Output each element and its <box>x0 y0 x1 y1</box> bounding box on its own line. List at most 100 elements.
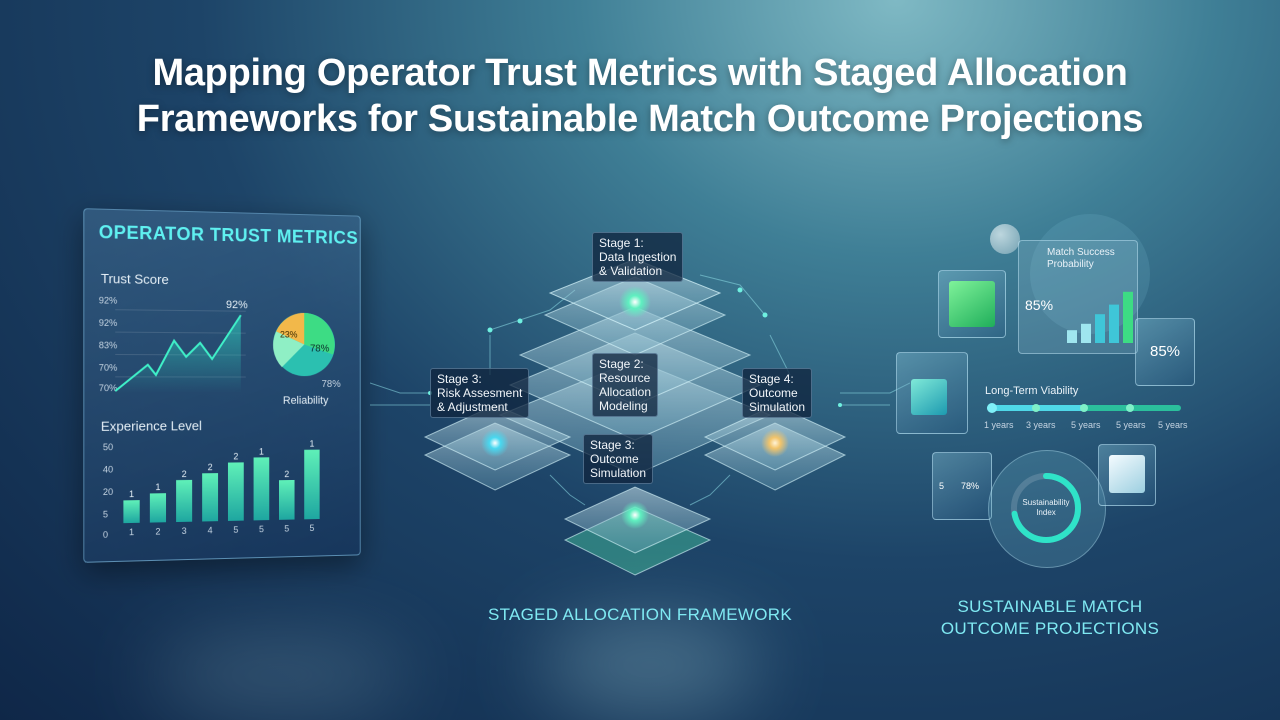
exp-x-tick: 5 <box>259 524 264 534</box>
exp-bar-label: 2 <box>233 452 238 462</box>
stage-1-label: Stage 1: Data Ingestion & Validation <box>592 232 684 282</box>
exp-y-tick: 0 <box>102 529 109 540</box>
bottom-glow <box>540 620 760 710</box>
timeline-dot <box>987 403 997 413</box>
percent-cube: 85% <box>1135 318 1195 386</box>
projections-caption: SUSTAINABLE MATCH OUTCOME PROJECTIONS <box>940 597 1160 638</box>
cube-pct: 85% <box>1150 343 1181 360</box>
exp-bar <box>304 449 320 520</box>
pie-slice-amber <box>276 312 305 345</box>
reliability-pie <box>273 312 335 377</box>
timeline-dot <box>1126 404 1134 412</box>
trust-score-label: Trust Score <box>100 270 169 288</box>
framework-caption: STAGED ALLOCATION FRAMEWORK <box>487 605 793 624</box>
match-pct: 85% <box>1025 297 1054 313</box>
stage-3-risk-label: Stage 3: Risk Assesment & Adjustment <box>430 368 530 418</box>
exp-y-tick: 5 <box>102 509 109 520</box>
green-cube-core <box>949 281 995 327</box>
teal-cube-core <box>911 379 947 415</box>
exp-bar <box>253 457 270 521</box>
sustainability-halo <box>988 450 1106 568</box>
exp-bar-label: 1 <box>155 482 160 492</box>
exp-bar-label: 1 <box>129 489 134 499</box>
viability-tick: 5 years <box>1158 420 1188 430</box>
match-bar <box>1095 314 1105 343</box>
exp-y-tick: 20 <box>102 486 114 498</box>
timeline-dot <box>1032 404 1040 412</box>
stage-4-label: Stage 4: Outcome Simulation <box>742 368 813 418</box>
experience-bar-chart: 1 1 1 2 2 3 2 4 2 5 1 5 2 5 1 5 <box>123 439 320 537</box>
viability-tick: 3 years <box>1026 420 1056 430</box>
stack-left <box>423 404 572 491</box>
pie-slice-main <box>304 312 335 355</box>
orb <box>990 224 1020 254</box>
trust-ticks: 92% 92% 83% 70% 70% <box>84 209 359 393</box>
node-glow-bottom <box>621 501 649 529</box>
operator-trust-metrics-panel: OPERATOR TRUST METRICS Trust Score 92% 9… <box>83 208 361 563</box>
node-glow-right <box>761 429 789 457</box>
pie-label-2: 78% <box>321 379 341 390</box>
exp-x-tick: 5 <box>310 523 315 533</box>
match-card: Match Success Probability 85% <box>1018 240 1138 354</box>
exp-y-tick: 50 <box>102 441 114 453</box>
exp-x-tick: 2 <box>155 526 160 536</box>
timeline-dot <box>1080 404 1088 412</box>
match-bar <box>1067 330 1077 343</box>
sustainability-label: Sustainability Index <box>1022 498 1070 517</box>
stage-3-outcome-label: Stage 3: Outcome Simulation <box>583 434 654 484</box>
small-cube-b: 78% <box>961 481 980 491</box>
exp-x-tick: 5 <box>233 525 238 535</box>
exp-x-tick: 1 <box>129 527 134 537</box>
exp-bar <box>227 462 244 521</box>
green-cube <box>938 270 1006 338</box>
viability-label: Long-Term Viability <box>985 385 1079 397</box>
exp-bar <box>123 500 140 524</box>
teal-cube <box>896 352 968 434</box>
exp-bar-label: 2 <box>284 469 289 479</box>
viability-tick: 1 years <box>984 420 1014 430</box>
title-line-1: Mapping Operator Trust Metrics with Stag… <box>152 52 1128 94</box>
exp-bar-label: 1 <box>310 439 315 449</box>
reliability-label: Reliability <box>282 394 329 407</box>
match-bar <box>1081 323 1091 343</box>
pie-inner-label: 23% <box>279 329 298 340</box>
match-bar <box>1123 291 1133 343</box>
exp-bar <box>149 493 167 523</box>
viability-tick: 5 years <box>1116 420 1146 430</box>
stage-2-label: Stage 2: Resource Allocation Modeling <box>592 353 659 417</box>
sustainability-gauge <box>1011 473 1081 543</box>
exp-bar <box>202 473 219 522</box>
panel-title: OPERATOR TRUST METRICS <box>98 221 359 248</box>
page-title: Mapping Operator Trust Metrics with Stag… <box>0 50 1280 142</box>
small-cube-a: 5 <box>939 481 945 491</box>
stack-bottom <box>563 486 712 576</box>
white-cube-core <box>1109 455 1145 493</box>
viability-timeline <box>987 403 1181 413</box>
exp-bar-label: 2 <box>208 462 213 472</box>
exp-bar <box>279 479 295 520</box>
match-label: Match Success Probability <box>1047 247 1115 270</box>
white-cube <box>1098 444 1156 506</box>
exp-x-tick: 5 <box>284 524 289 534</box>
gauge-fill <box>1011 473 1081 543</box>
node-glow-top <box>619 286 651 318</box>
stack-right <box>703 404 847 491</box>
exp-bar-label: 1 <box>259 446 264 456</box>
exp-y-ticks: 50 40 20 5 0 <box>84 209 359 540</box>
small-stat-cube: 5 78% <box>932 452 992 520</box>
match-bar <box>1109 304 1119 343</box>
match-bar-chart <box>1067 291 1133 343</box>
exp-x-tick: 4 <box>208 525 213 535</box>
node-glow-left <box>481 429 509 457</box>
viability-tick: 5 years <box>1071 420 1101 430</box>
exp-bar <box>176 479 193 523</box>
exp-y-tick: 40 <box>102 464 114 475</box>
trust-area <box>115 313 241 394</box>
experience-level-label: Experience Level <box>100 418 202 434</box>
exp-bar-label: 2 <box>182 469 187 479</box>
bottom-glow-left <box>150 640 410 710</box>
exp-x-tick: 3 <box>182 526 187 536</box>
title-line-2: Frameworks for Sustainable Match Outcome… <box>136 98 1144 140</box>
trust-line-chart <box>115 300 246 397</box>
pie-outer-label: 78% <box>310 343 330 355</box>
